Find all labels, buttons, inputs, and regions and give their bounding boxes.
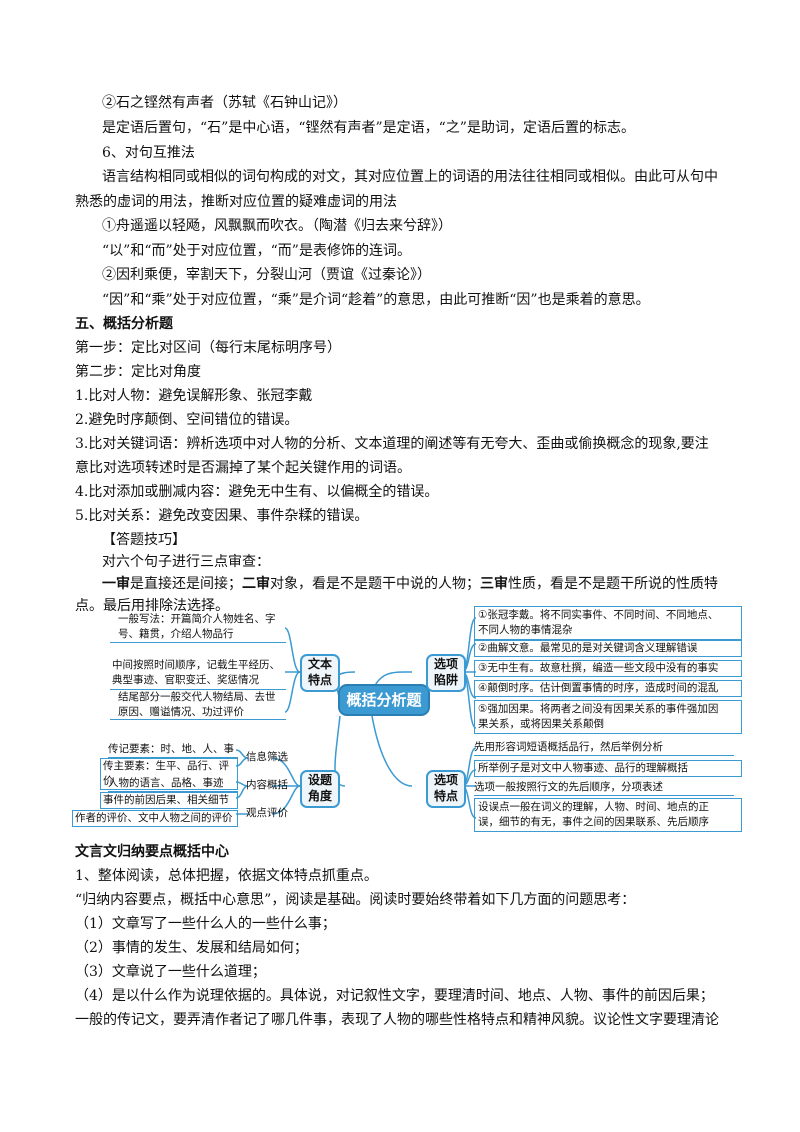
mindmap-center-node: 概括分析题 xyxy=(338,684,430,716)
wenben-item: 中间按照时间顺序，记载生平经历、 典型事迹、官职变迁、奖惩情况 xyxy=(112,659,280,686)
item-underline xyxy=(110,719,286,720)
question-item: （4）是以什么作为说理依据的。具体说，对记叙性文字，要理清时间、地点、人物、事件… xyxy=(75,988,714,1004)
step-line: 第二步：定比对角度 xyxy=(75,364,201,380)
branch-xuanxiang-tedian: 选项 特点 xyxy=(426,770,466,808)
xianjing-item: ③无中生有。故意杜撰，编造一些文段中没有的事实 xyxy=(474,660,742,677)
example-sentence-2: ②石之铿然有声者（苏轼《石钟山记》） xyxy=(102,95,347,111)
xianjing-item: ①张冠李戴。将不同实事件、不同时间、不同地点、 不同人物的事情混杂 xyxy=(474,606,742,640)
tips-text: 对象，看是不是题干中说的人物； xyxy=(270,576,480,592)
explanation-line: “因”和“乘”处于对应位置，“乘”是介词“趁着”的意思，由此可推断“因”也是乘着… xyxy=(102,292,650,308)
wenben-item: 结尾部分一般交代人物结局、去世 原因、赠谥情况、功过评价 xyxy=(118,691,276,718)
step-line: 第一步：定比对区间（每行末尾标明序号） xyxy=(75,340,341,356)
question-item: （2）事情的发生、发展和结局如何； xyxy=(75,940,308,956)
paragraph-line: 熟悉的虚词的用法，推断对应位置的疑难虚词的用法 xyxy=(75,194,397,210)
branch-sheti-jiaodu: 设题 角度 xyxy=(300,770,340,808)
tedian-item: 先用形容词短语概括品行，然后举例分析 xyxy=(474,740,734,756)
item-underline xyxy=(110,642,286,643)
sheti-label: 内容概括 xyxy=(246,779,288,791)
list-item: 4.比对添加或删减内容：避免无中生有、以偏概全的错误。 xyxy=(75,484,439,500)
branch-wenben-tedian: 文本 特点 xyxy=(300,654,340,692)
tips-keyword: 三审 xyxy=(480,576,508,592)
paragraph-line: 语言结构相同或相似的词句构成的对文，其对应位置上的词语的用法往往相同或相似。由此… xyxy=(102,169,718,185)
item-underline xyxy=(110,689,286,690)
tips-keyword: 二审 xyxy=(242,576,270,592)
branch-xuanxiang-xianjing: 选项 陷阱 xyxy=(426,654,466,692)
list-item: 1.比对人物：避免误解形象、张冠李戴 xyxy=(75,388,313,404)
sheti-label: 信息筛选 xyxy=(246,751,288,763)
list-item: 意比对选项转述时是否漏掉了某个起关键作用的词语。 xyxy=(75,460,411,476)
tips-text: 性质，看是不是题干所说的性质特 xyxy=(508,576,718,592)
paragraph-line: 1、整体阅读，总体把握，依据文体特点抓重点。 xyxy=(75,868,378,884)
list-item: 5.比对关系：避免改变因果、事件杂糅的错误。 xyxy=(75,508,369,524)
question-item: （1）文章写了一些什么人的一些什么事； xyxy=(75,916,336,932)
explanation-line: “以”和“而”处于对应位置，“而”是表修饰的连词。 xyxy=(102,243,411,259)
sheti-item: 人物的语言、品格、事迹 xyxy=(108,776,238,792)
example-sentence: ①舟遥遥以轻飏，风飘飘而吹衣。（陶潜《归去来兮辞》） xyxy=(102,218,452,234)
sheti-item: 作者的评价、文中人物之间的评价 xyxy=(72,810,238,827)
tedian-item: 选项一般按照行文的先后顺序，分项表述 xyxy=(474,780,734,796)
tips-text: 是直接还是间接； xyxy=(130,576,242,592)
wenben-item: 一般写法：开篇简介人物姓名、字 号、籍贯，介绍人物品行 xyxy=(118,613,276,640)
sheti-item: 传记要素：时、地、人、事 xyxy=(108,742,238,758)
tips-line: 一审是直接还是间接；二审对象，看是不是题干中说的人物；三审性质，看是不是题干所说… xyxy=(102,574,718,594)
list-item: 2.避免时序颠倒、空间错位的错误。 xyxy=(75,412,299,428)
sheti-item: 传主要素：生平、品行、评价 xyxy=(100,758,238,790)
method-heading: 6、对句互推法 xyxy=(102,145,195,161)
tips-keyword: 一审 xyxy=(102,576,130,592)
sheti-item: 事件的前因后果、相关细节 xyxy=(100,792,238,809)
tips-line: 点。最后用排除法选择。 xyxy=(75,598,229,614)
sheti-label: 观点评价 xyxy=(246,807,288,819)
example-sentence: ②因利乘便，宰割天下，分裂山河（贾谊《过秦论》） xyxy=(102,267,431,283)
xianjing-item: ②曲解文意。最常见的是对关键词含义理解错误 xyxy=(474,640,742,657)
xianjing-item: ④颠倒时序。估计倒置事情的时序，造成时间的混乱 xyxy=(474,680,742,697)
section-heading: 文言文归纳要点概括中心 xyxy=(75,844,229,860)
paragraph-line: 一般的传记文，要弄清作者记了哪几件事，表现了人物的哪些性格特点和精神风貌。议论性… xyxy=(75,1012,719,1028)
tedian-item: 所举例子是对文中人物事迹、品行的理解概括 xyxy=(474,760,742,777)
list-item: 3.比对关键词语：辨析选项中对人物的分析、文本道理的阐述等有无夸大、歪曲或偷换概… xyxy=(75,436,709,452)
question-item: （3）文章说了一些什么道理； xyxy=(75,964,266,980)
tedian-item: 设误点一般在词义的理解，人物、时间、地点的正 误，细节的有无，事件之间的因果联系… xyxy=(474,798,742,832)
explanation-line: 是定语后置句，“石”是中心语，“铿然有声者”是定语，“之”是助词，定语后置的标志… xyxy=(102,120,635,136)
tips-intro: 对六个句子进行三点审查： xyxy=(102,554,270,570)
paragraph-line: “归纳内容要点，概括中心意思”，阅读是基础。阅读时要始终带着如下几方面的问题思考… xyxy=(75,892,636,908)
tips-heading: 【答题技巧】 xyxy=(102,532,186,548)
xianjing-item: ⑤强加因果。将两者之间没有因果关系的事件强加因 果关系，或将因果关系颠倒 xyxy=(474,700,742,734)
section-heading: 五、概括分析题 xyxy=(75,316,173,332)
